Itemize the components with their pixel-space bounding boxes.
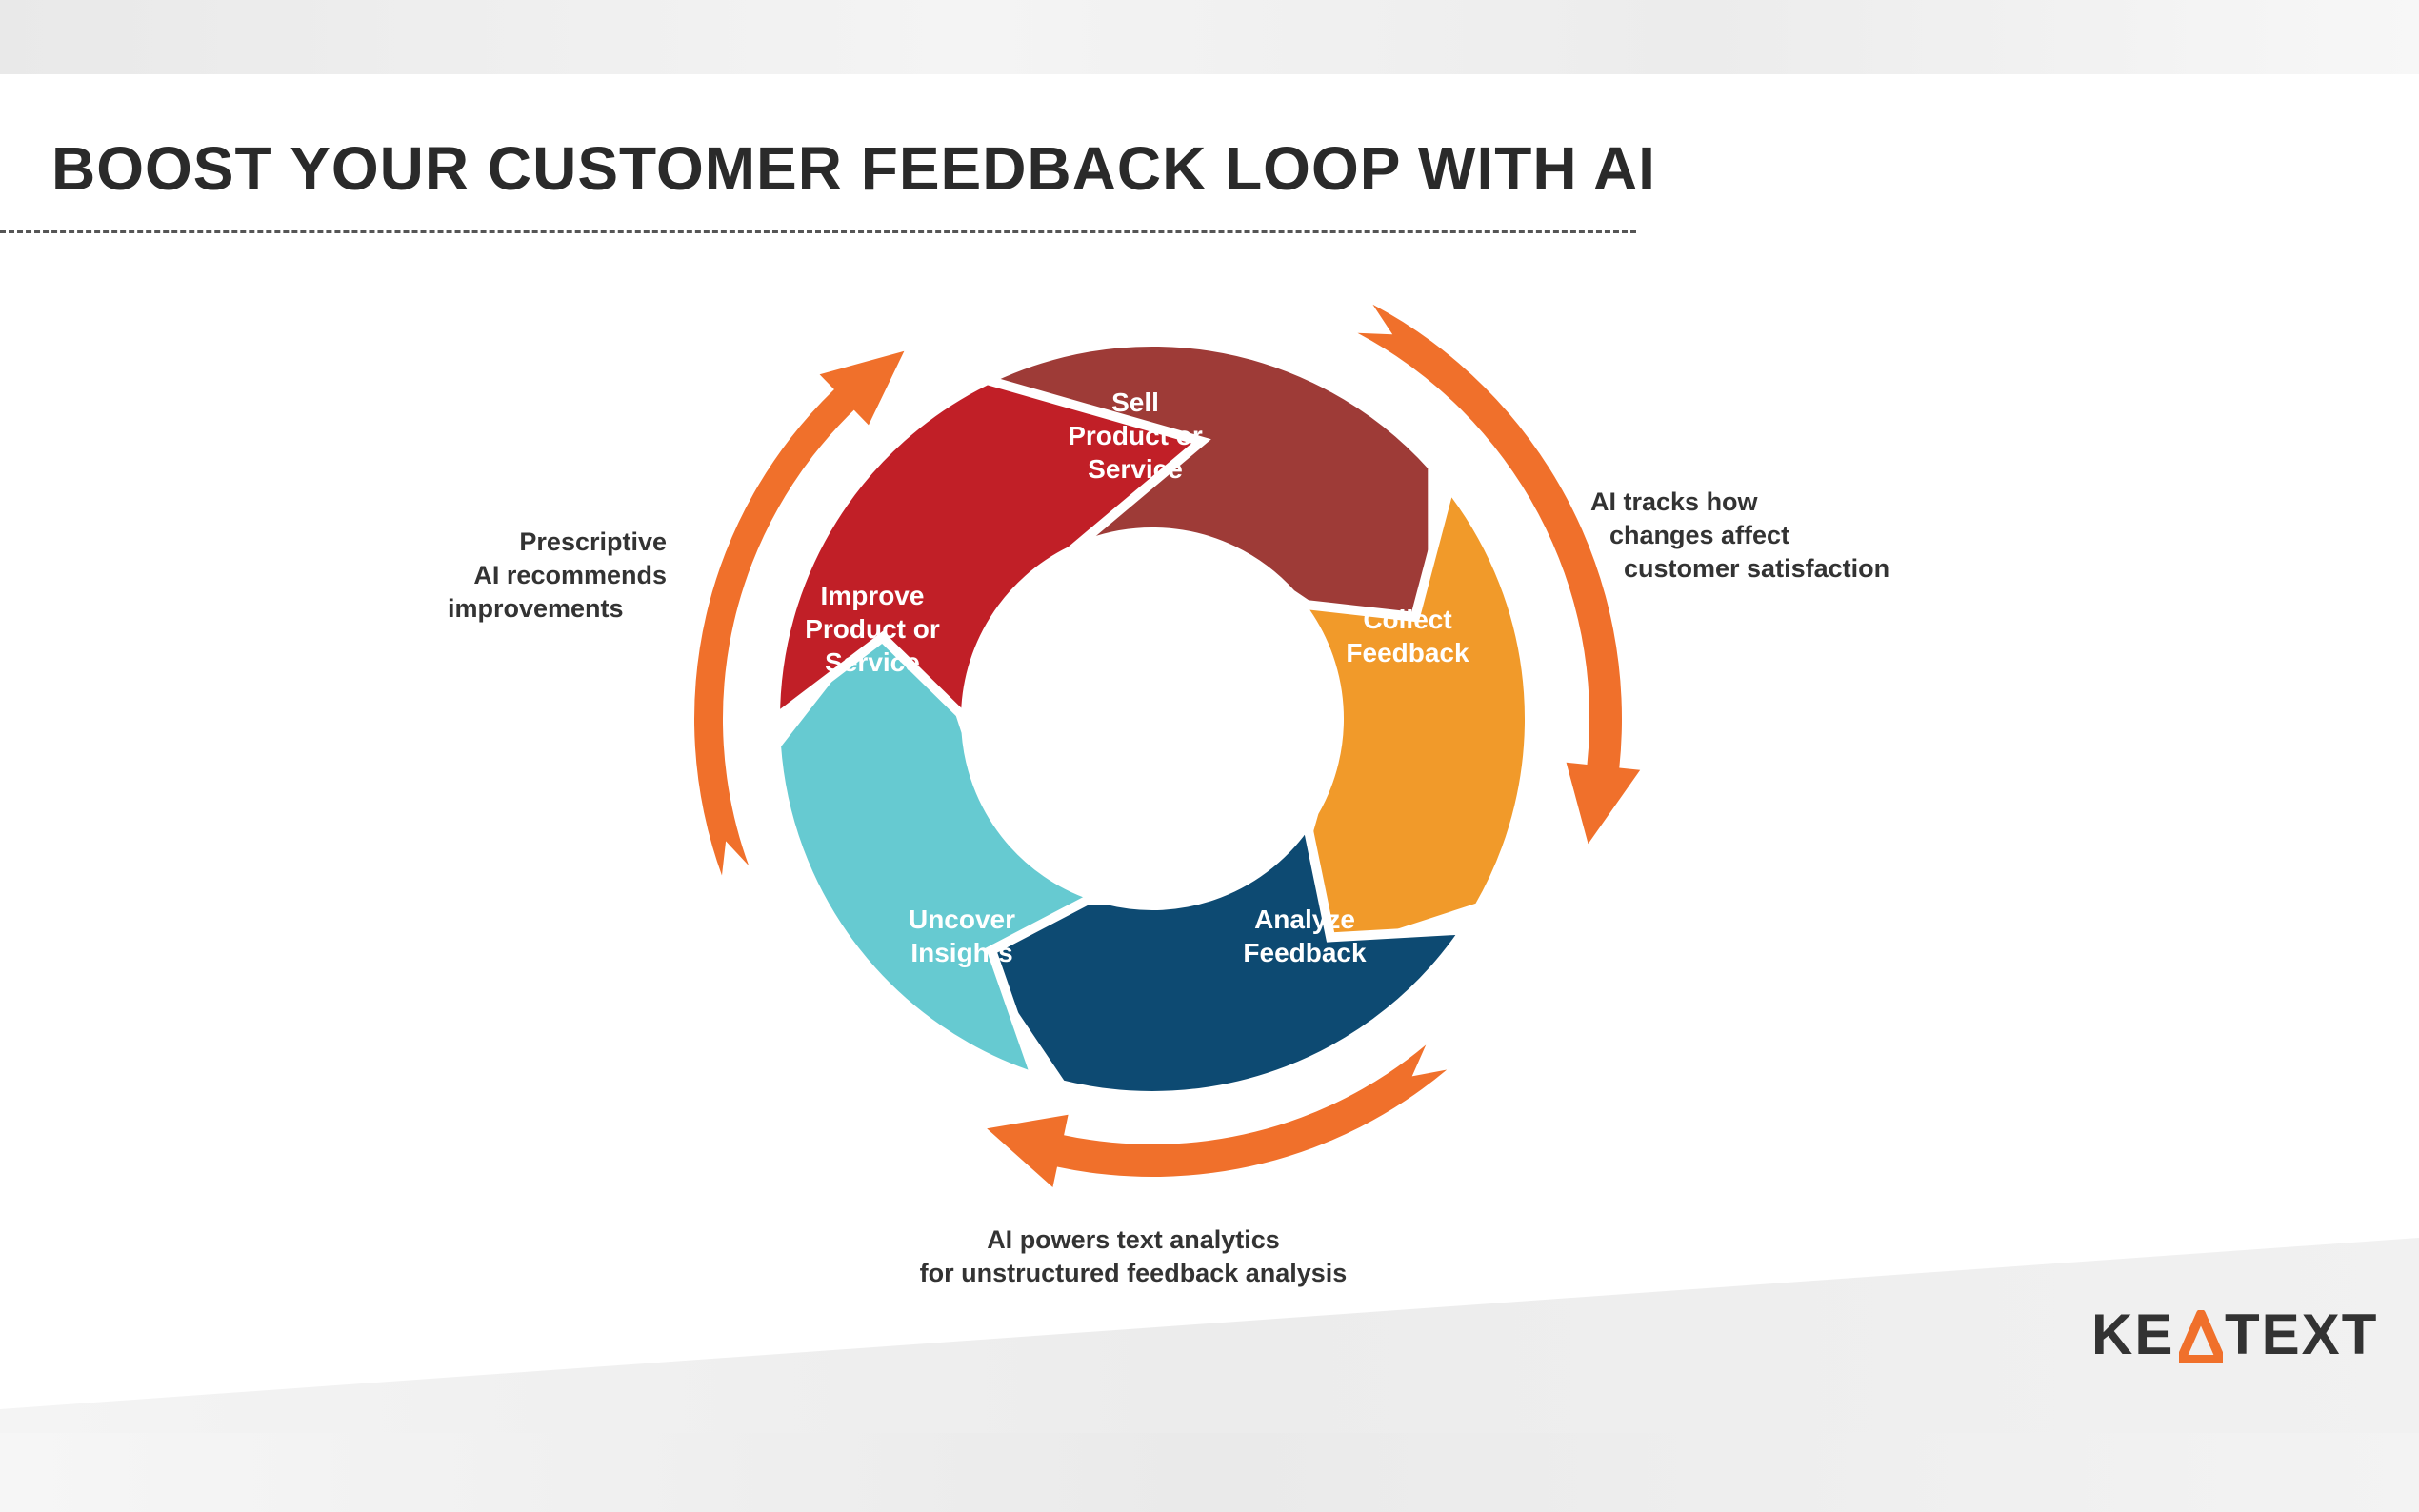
center-hole <box>966 532 1339 905</box>
segment-label-line: Service <box>825 647 920 677</box>
note-powers: AI powers text analytics for unstructure… <box>895 1224 1371 1290</box>
note-line: for unstructured feedback analysis <box>919 1259 1348 1287</box>
ai-arrow-right <box>1357 304 1641 845</box>
segment-improve <box>770 374 1211 730</box>
note-prescriptive: Prescriptive AI recommends improvements <box>438 526 667 626</box>
ai-arrow-bottom <box>987 1044 1448 1187</box>
segment-label-line: Insights <box>910 938 1012 967</box>
ai-arrows <box>694 304 1641 1187</box>
segment-label-line: Analyze <box>1254 905 1355 934</box>
segment-label-line: Uncover <box>909 905 1015 934</box>
note-tracks: AI tracks how changes affect customer sa… <box>1590 486 1889 586</box>
logo-triangle-icon <box>2179 1310 2223 1363</box>
note-line: changes affect <box>1609 521 1790 549</box>
segment-label-line: Improve <box>821 581 925 610</box>
page-title: BOOST YOUR CUSTOMER FEEDBACK LOOP WITH A… <box>51 134 1656 203</box>
keatext-logo: KE TEXT <box>2091 1303 2376 1366</box>
ai-arrow-left <box>694 350 905 876</box>
note-line: AI recommends <box>473 561 667 589</box>
segment-label-line: Service <box>1088 454 1183 484</box>
logo-text-right: TEXT <box>2225 1303 2379 1366</box>
note-line: Prescriptive <box>519 527 667 556</box>
segment-label-line: Feedback <box>1346 638 1469 667</box>
logo-text-left: KE <box>2091 1303 2175 1366</box>
title-divider <box>0 230 1636 233</box>
note-line: customer satisfaction <box>1624 554 1890 583</box>
segment-label-line: Collect <box>1363 605 1451 634</box>
segment-label-line: Product or <box>1068 421 1203 450</box>
note-line: AI powers text analytics <box>987 1225 1280 1254</box>
top-band <box>0 0 2419 74</box>
segment-label-line: Feedback <box>1243 938 1367 967</box>
note-line: improvements <box>448 594 624 623</box>
note-line: AI tracks how <box>1590 487 1758 516</box>
segment-label-line: Sell <box>1111 388 1159 417</box>
segment-label-line: Product or <box>805 614 940 644</box>
bottom-strip <box>0 1433 2419 1512</box>
